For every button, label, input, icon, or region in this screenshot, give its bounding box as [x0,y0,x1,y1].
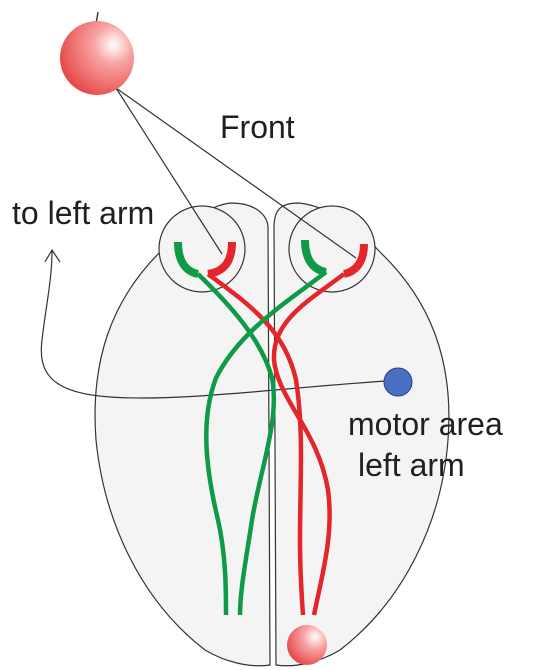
to-left-arm-label: to left arm [12,195,154,231]
left-arm-label: left arm [358,447,465,483]
stimulus-sphere [60,21,134,95]
front-label: Front [220,109,295,145]
motor-area-label: motor area [348,406,503,442]
motor-area-dot [384,368,412,396]
arrow-up-icon [45,250,60,262]
output-sphere [287,625,327,665]
